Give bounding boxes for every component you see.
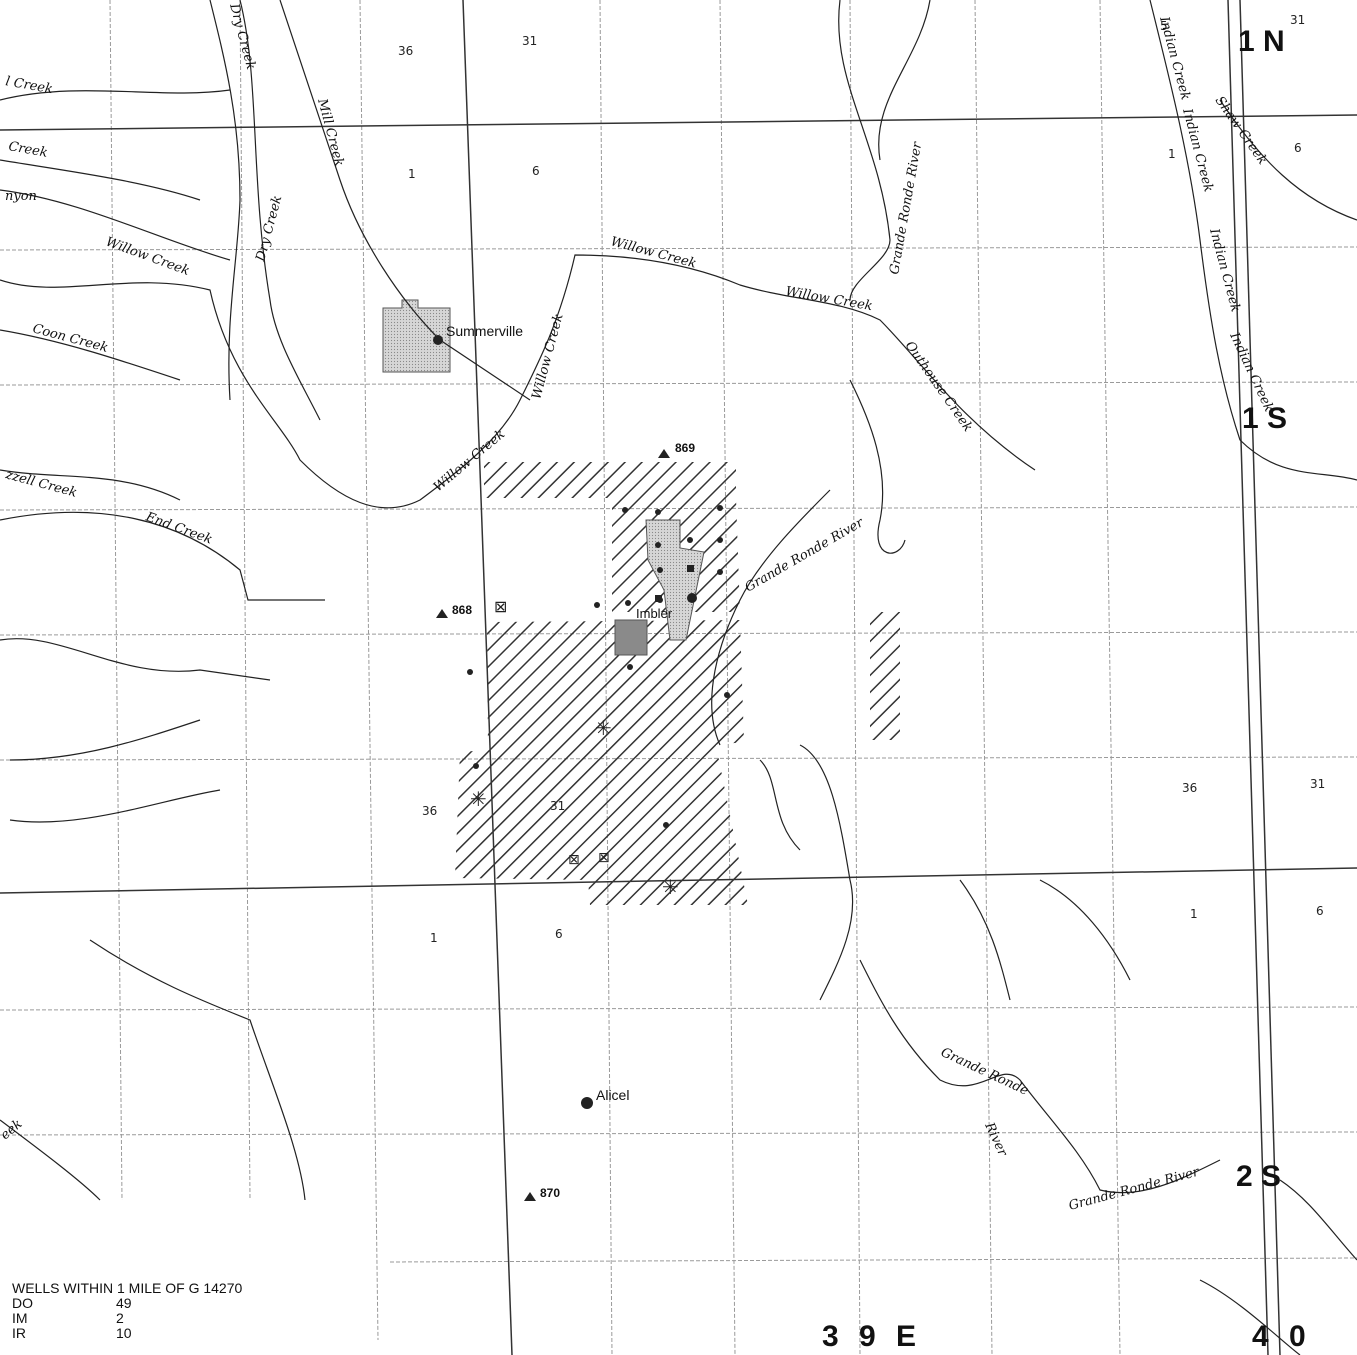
- creek-label: Indian Creek: [1206, 226, 1243, 314]
- legend-code: IM: [12, 1310, 28, 1326]
- section-number: 6: [1316, 904, 1324, 918]
- svg-text:✳: ✳: [595, 716, 612, 740]
- section-number: 36: [398, 44, 413, 58]
- creek-label: zzell Creek: [3, 467, 79, 501]
- creek-label: End Creek: [143, 509, 215, 547]
- township-label: 2 S: [1236, 1160, 1281, 1193]
- river-label: Grande Ronde River: [887, 140, 925, 276]
- creek-label: eek: [0, 1117, 25, 1144]
- creek-label: Shaw Creek: [1212, 94, 1270, 168]
- section-number: 6: [1294, 141, 1302, 155]
- legend-count: 10: [116, 1325, 132, 1341]
- town-label: Alicel: [596, 1087, 629, 1103]
- svg-text:✳: ✳: [470, 787, 487, 811]
- range-label: 4 0: [1252, 1320, 1312, 1353]
- section-number: 31: [1290, 13, 1305, 27]
- creek-label: Mill Creek: [314, 96, 347, 168]
- town-areas: [382, 299, 705, 656]
- well-symbols: ✳ ✳ ✳ ⊠ ⊠ ⊠: [433, 335, 730, 1201]
- section-number: 36: [1182, 781, 1197, 795]
- creek-label: Creek: [7, 139, 49, 161]
- creek-label: Coon Creek: [31, 321, 110, 356]
- creek-label: Outhouse Creek: [902, 339, 976, 435]
- town-label: Summerville: [446, 323, 523, 339]
- section-number: 31: [1310, 777, 1325, 791]
- svg-text:⊠: ⊠: [598, 850, 610, 866]
- creek-label: Dry Creek: [253, 194, 285, 264]
- range-label: 3 9 E: [822, 1320, 922, 1353]
- township-label: 1 S: [1242, 402, 1287, 435]
- station-label: 870: [540, 1186, 560, 1200]
- town-label: Imbler: [636, 606, 673, 621]
- legend-code: DO: [12, 1295, 33, 1311]
- creek-label: nyon: [5, 189, 37, 204]
- section-number: 36: [422, 804, 437, 818]
- river-label: Grande Ronde River: [1067, 1164, 1201, 1213]
- section-number: 6: [555, 927, 563, 941]
- legend-title: WELLS WITHIN 1 MILE OF G 14270: [12, 1280, 243, 1296]
- station-label: 868: [452, 603, 472, 617]
- hatched-areas: [455, 462, 900, 905]
- legend-count: 2: [116, 1310, 124, 1326]
- creek-label: Willow Creek: [784, 284, 874, 314]
- section-number: 1: [430, 931, 438, 945]
- creek-label: Willow Creek: [609, 234, 698, 271]
- section-numbers: 36 31 1 6 5 31 1 6 36 31 36 31 1 6 1 6: [398, 13, 1325, 945]
- creek-label: Indian Creek: [1156, 14, 1193, 102]
- creek-label: Willow Creek: [104, 235, 192, 279]
- section-number: 1: [1190, 907, 1198, 921]
- township-label: 1 N: [1238, 25, 1285, 58]
- legend-count: 49: [116, 1295, 132, 1311]
- well-count-legend: WELLS WITHIN 1 MILE OF G 14270 DO 49 IM …: [12, 1281, 242, 1341]
- section-number: 6: [532, 164, 540, 178]
- svg-text:⊠: ⊠: [568, 852, 580, 868]
- legend-row: IM 2: [12, 1311, 242, 1326]
- section-number: 5: [1160, 19, 1168, 33]
- section-number: 1: [408, 167, 416, 181]
- creek-label: Willow Creek: [529, 312, 566, 401]
- river-label: Grande Ronde River: [743, 515, 867, 595]
- legend-row: DO 49: [12, 1296, 242, 1311]
- creek-label: Dry Creek: [226, 1, 258, 71]
- river-label: Grande Ronde: [938, 1045, 1031, 1099]
- section-number: 31: [550, 799, 565, 813]
- legend-code: IR: [12, 1325, 26, 1341]
- svg-text:✳: ✳: [662, 875, 679, 899]
- river-label: River: [981, 1119, 1010, 1159]
- station-label: 869: [675, 441, 695, 455]
- creek-label: Indian Creek: [1179, 106, 1216, 194]
- svg-text:⊠: ⊠: [494, 597, 507, 616]
- legend-row: IR 10: [12, 1326, 242, 1341]
- section-number: 1: [1168, 147, 1176, 161]
- section-number: 31: [522, 34, 537, 48]
